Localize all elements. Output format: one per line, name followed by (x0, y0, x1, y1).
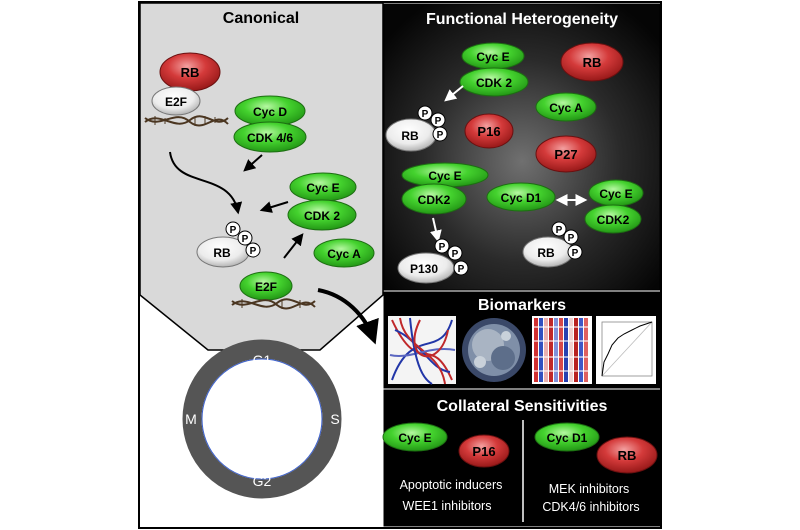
arrow-e2f-to-rb (169, 151, 243, 215)
fh-cdk2-2-label: CDK2 (418, 193, 451, 207)
cs-left-line2: WEE1 inhibitors (403, 499, 492, 513)
svg-text:P: P (572, 248, 579, 259)
svg-text:P: P (452, 249, 459, 260)
fh-arrow-2 (430, 217, 442, 243)
svg-text:P: P (568, 233, 575, 244)
fh-rb-phos-2-label: RB (537, 246, 555, 260)
rb-phos-label: RB (213, 246, 231, 260)
collateral-title: Collateral Sensitivities (437, 398, 608, 415)
cs-right-line2: CDK4/6 inhibitors (542, 500, 639, 514)
biomarker-heatmap-thumbnail (532, 316, 592, 384)
cdk46-label: CDK 4/6 (247, 131, 293, 145)
fh-p16-label: P16 (477, 124, 500, 139)
fh-rb-red-label: RB (583, 55, 602, 70)
fh-cyc-a (535, 92, 597, 122)
arrow-cdk46 (243, 154, 263, 172)
fh-arrow-1 (444, 85, 464, 102)
canonical-title: Canonical (223, 10, 299, 27)
fh-cyc-e-2-label: Cyc E (428, 169, 461, 183)
fh-cyc-e-3-label: Cyc E (599, 187, 632, 201)
fh-cyc-e-1-label: Cyc E (476, 50, 509, 64)
phase-g1: G1 (253, 352, 272, 368)
fh-p16 (464, 113, 514, 149)
cs-right-line1: MEK inhibitors (549, 482, 630, 496)
arrow-e2f-to-cyce (283, 233, 304, 259)
svg-text:P: P (556, 225, 563, 236)
fh-rb-phos-label: RB (401, 129, 419, 143)
arrow-cdk2 (259, 201, 289, 213)
fh-p130-label: P130 (410, 262, 438, 276)
svg-text:P: P (437, 130, 444, 141)
phase-s: S (330, 411, 339, 427)
biomarkers-title: Biomarkers (478, 297, 566, 314)
fh-p27 (535, 135, 597, 173)
fh-cyc-d1 (486, 182, 556, 212)
fh-cyc-a-label: Cyc A (549, 101, 583, 115)
e2f-active-label: E2F (255, 280, 277, 294)
arrow-to-biomarkers (317, 288, 379, 345)
svg-text:P: P (458, 264, 465, 275)
cs-cyc-e (382, 422, 448, 452)
fh-cdk2-1-label: CDK 2 (476, 76, 512, 90)
canonical-panel: Canonical RB E2F Cyc D CDK 4/6 Cyc E (139, 2, 384, 499)
phosphate-group: P P P (225, 221, 261, 258)
svg-text:P: P (250, 246, 257, 257)
cs-p16 (458, 434, 510, 468)
cs-rb (596, 436, 658, 474)
cdk2-protein (287, 199, 357, 231)
fh-cdk2-3 (584, 204, 642, 234)
biomarker-roc-thumbnail (596, 316, 656, 384)
svg-text:P: P (230, 225, 237, 236)
dna-helix-bottom (231, 298, 316, 310)
cell-cycle-ring (182, 339, 342, 499)
cyc-e-label: Cyc E (306, 181, 339, 195)
functional-heterogeneity-panel: Functional Heterogeneity Cyc E CDK 2 RB … (383, 3, 661, 291)
fh-phosphate-group-3: P P P (551, 221, 583, 260)
phase-g2: G2 (253, 473, 272, 489)
cyc-d-label: Cyc D (253, 105, 287, 119)
svg-text:P: P (422, 109, 429, 120)
fh-cdk2-3-label: CDK2 (597, 213, 630, 227)
biomarker-network-thumbnail (388, 316, 456, 385)
cs-rb-label: RB (618, 448, 637, 463)
svg-text:P: P (435, 116, 442, 127)
collateral-panel: Collateral Sensitivities Cyc E P16 Apopt… (382, 389, 661, 527)
fh-phosphate-group-1: P P P (417, 105, 448, 142)
fh-phosphate-group-2: P P P (434, 238, 469, 276)
biomarkers-panel: Biomarkers (383, 291, 661, 389)
phase-m: M (185, 411, 197, 427)
dna-helix-top (144, 115, 229, 127)
cs-p16-label: P16 (472, 444, 495, 459)
svg-text:P: P (242, 234, 249, 245)
cs-left-line1: Apoptotic inducers (400, 478, 503, 492)
cs-cyc-d1 (534, 422, 600, 452)
cdk46-protein (233, 121, 307, 153)
fh-cdk2-1 (459, 67, 529, 97)
fh-rb-red (560, 42, 624, 82)
cs-cyc-d1-label: Cyc D1 (547, 431, 588, 445)
functional-title: Functional Heterogeneity (426, 11, 618, 28)
fh-cyc-d1-label: Cyc D1 (501, 191, 542, 205)
svg-text:P: P (439, 242, 446, 253)
cell-cycle-center (201, 358, 323, 480)
cyc-a-label: Cyc A (327, 247, 361, 261)
rb-label: RB (181, 65, 200, 80)
fh-p27-label: P27 (554, 147, 577, 162)
biomarker-cloud-thumbnail (459, 316, 529, 384)
e2f-protein (151, 86, 201, 116)
e2f-label: E2F (165, 95, 187, 109)
cs-cyc-e-label: Cyc E (398, 431, 431, 445)
cdk2-label: CDK 2 (304, 209, 340, 223)
fh-cdk2-2 (401, 183, 467, 215)
cyc-a-protein (313, 238, 375, 268)
